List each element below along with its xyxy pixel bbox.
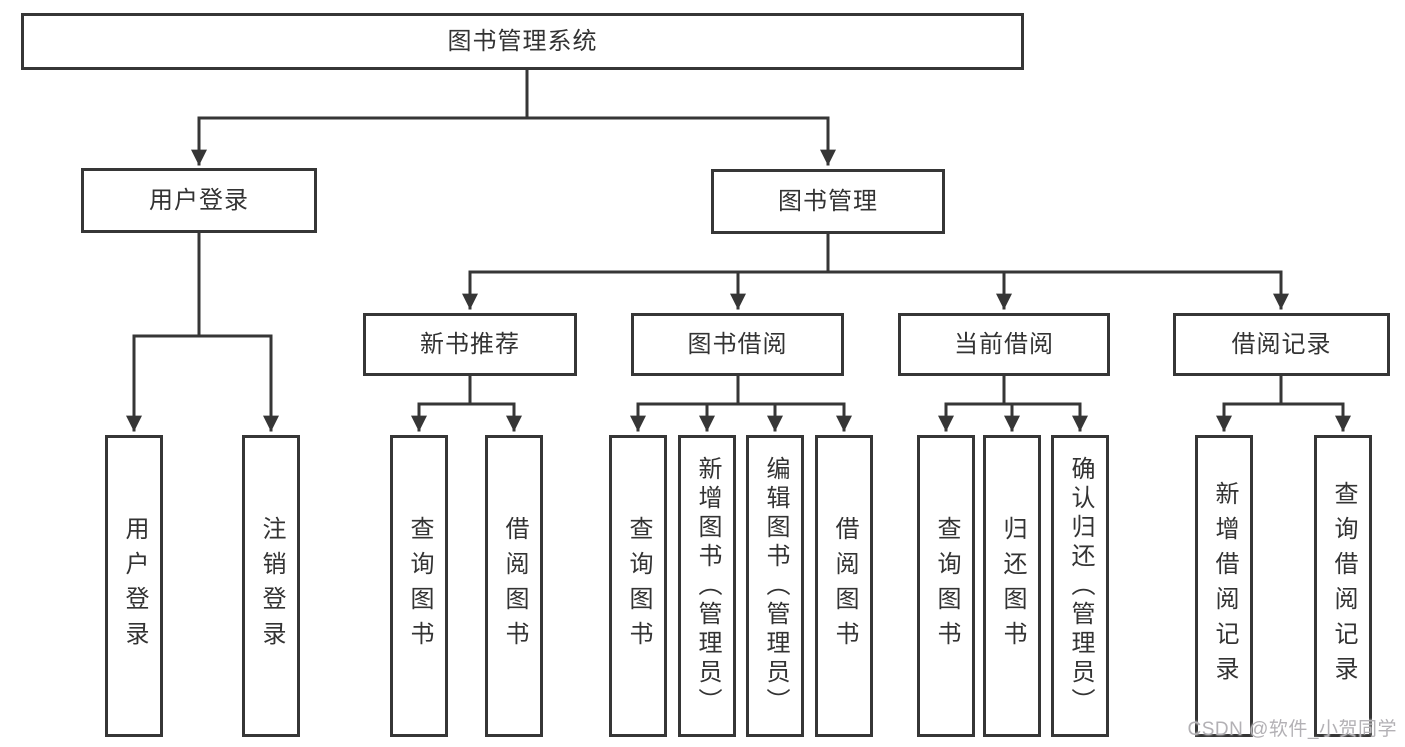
node-book-borrow: 图书借阅 — [631, 313, 844, 376]
node-label: 图书管理 — [778, 187, 878, 215]
node-new-book-recommend: 新书推荐 — [363, 313, 577, 376]
node-label: 归还图书 — [999, 516, 1026, 656]
node-label: 新增借阅记录 — [1211, 481, 1238, 691]
leaf-user-login: 用户登录 — [105, 435, 163, 737]
node-label: 注销登录 — [258, 516, 285, 656]
node-user-login: 用户登录 — [81, 168, 317, 233]
node-label: 查询借阅记录 — [1330, 481, 1357, 691]
leaf-add-borrow-record: 新增借阅记录 — [1195, 435, 1253, 737]
edges-new-book-to-leaves — [411, 374, 522, 432]
node-label: 借阅图书 — [831, 516, 858, 656]
leaf-logout: 注销登录 — [242, 435, 300, 737]
node-label: 借阅记录 — [1231, 330, 1332, 358]
node-label: 查询图书 — [625, 516, 652, 656]
node-book-management: 图书管理 — [711, 169, 945, 234]
node-label: 当前借阅 — [954, 330, 1054, 358]
leaf-confirm-return-admin: 确认归还（管理员） — [1051, 435, 1109, 737]
watermark: CSDN @软件_小贺同学 — [1187, 719, 1397, 740]
node-label: 图书借阅 — [687, 330, 788, 358]
leaf-add-book-admin: 新增图书（管理员） — [678, 435, 736, 737]
leaf-borrow-books-recommend: 借阅图书 — [485, 435, 543, 737]
node-root: 图书管理系统 — [21, 13, 1024, 70]
node-label: 新增图书（管理员） — [694, 455, 721, 717]
edges-borrow-records-to-leaves — [1216, 374, 1351, 432]
node-label: 查询图书 — [933, 516, 960, 656]
leaf-query-borrow-record: 查询借阅记录 — [1314, 435, 1372, 737]
edges-book-management-to-level3 — [462, 232, 1289, 310]
node-label: 编辑图书（管理员） — [762, 455, 789, 717]
leaf-edit-book-admin: 编辑图书（管理员） — [746, 435, 804, 737]
edges-user-login-to-leaves — [126, 231, 279, 432]
leaf-borrow-books: 借阅图书 — [815, 435, 873, 737]
node-label: 新书推荐 — [420, 330, 520, 358]
node-label: 借阅图书 — [501, 516, 528, 656]
node-label: 用户登录 — [121, 516, 148, 656]
leaf-return-books: 归还图书 — [983, 435, 1041, 737]
node-borrow-records: 借阅记录 — [1173, 313, 1390, 376]
edges-root-to-level2 — [191, 68, 836, 166]
node-label: 用户登录 — [149, 186, 249, 214]
edges-current-borrow-to-leaves — [938, 374, 1088, 432]
leaf-query-books-current: 查询图书 — [917, 435, 975, 737]
node-label: 图书管理系统 — [447, 27, 598, 55]
leaf-query-books-recommend: 查询图书 — [390, 435, 448, 737]
node-current-borrow: 当前借阅 — [898, 313, 1110, 376]
edges-book-borrow-to-leaves — [630, 374, 852, 432]
node-label: 确认归还（管理员） — [1067, 455, 1094, 717]
leaf-query-books-borrow: 查询图书 — [609, 435, 667, 737]
node-label: 查询图书 — [406, 516, 433, 656]
